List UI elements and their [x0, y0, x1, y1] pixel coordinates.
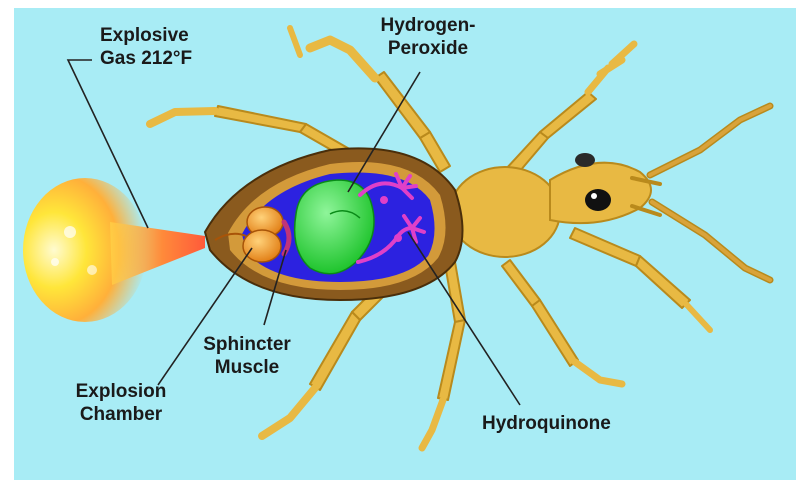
- label-hydrogen-peroxide: Hydrogen- Peroxide: [368, 14, 488, 60]
- label-sphincter-muscle-line2: Muscle: [192, 356, 302, 379]
- label-hydrogen-peroxide-line1: Hydrogen-: [368, 14, 488, 37]
- label-explosive-gas-line1: Explosive: [100, 24, 192, 47]
- label-hydrogen-peroxide-line2: Peroxide: [368, 37, 488, 60]
- label-explosive-gas: Explosive Gas 212°F: [100, 24, 192, 70]
- beetle-thorax: [450, 167, 560, 257]
- label-sphincter-muscle-line1: Sphincter: [192, 333, 302, 356]
- label-explosion-chamber-line1: Explosion: [66, 380, 176, 403]
- label-hydroquinone: Hydroquinone: [482, 412, 611, 435]
- label-sphincter-muscle: Sphincter Muscle: [192, 333, 302, 379]
- eye-icon: [585, 189, 611, 211]
- label-explosion-chamber: Explosion Chamber: [66, 380, 176, 426]
- label-explosion-chamber-line2: Chamber: [66, 403, 176, 426]
- label-explosive-gas-line2: Gas 212°F: [100, 47, 192, 70]
